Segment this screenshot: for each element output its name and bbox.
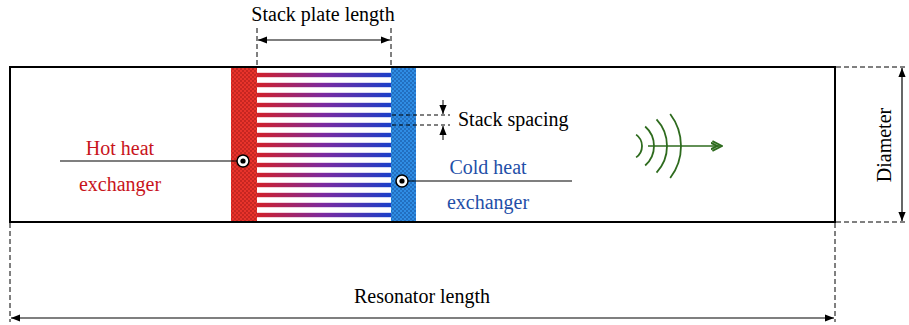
hot-heat-exchanger bbox=[231, 68, 257, 221]
dimension-arrow bbox=[443, 100, 444, 114]
stack-plate bbox=[257, 173, 391, 177]
stack-plate bbox=[257, 93, 391, 97]
extension-line bbox=[391, 28, 392, 67]
extension-line bbox=[835, 223, 836, 322]
dimension-arrow bbox=[11, 317, 834, 318]
stack-plate bbox=[257, 193, 391, 197]
stack-plate bbox=[257, 103, 391, 107]
stack-plate bbox=[257, 213, 391, 217]
leader-dot bbox=[396, 175, 408, 187]
extension-line bbox=[836, 222, 906, 223]
leader-dot bbox=[237, 155, 249, 167]
part-label: Hot heat exchanger bbox=[55, 130, 185, 202]
leader-line bbox=[408, 180, 572, 181]
dimension-label: Stack plate length bbox=[223, 2, 423, 26]
resonator-tube bbox=[10, 67, 835, 222]
leader-dot bbox=[399, 178, 404, 183]
extension-line bbox=[392, 115, 450, 116]
extension-line bbox=[836, 67, 906, 68]
stack-plate bbox=[257, 183, 391, 187]
dimension-arrow bbox=[901, 68, 902, 221]
extension-line bbox=[10, 223, 11, 322]
dimension-label: Stack spacing bbox=[458, 107, 608, 131]
stack-plate bbox=[257, 153, 391, 157]
wave-front bbox=[636, 135, 642, 158]
stack-plate bbox=[257, 203, 391, 207]
cold-heat-exchanger bbox=[391, 68, 416, 221]
dimension-label: Resonator length bbox=[322, 284, 522, 308]
stack-plate bbox=[257, 83, 391, 87]
stack-plates bbox=[257, 73, 391, 217]
stack-plate bbox=[257, 143, 391, 147]
dimension-arrow bbox=[258, 39, 390, 40]
leader-dot bbox=[240, 158, 245, 163]
stack-plate bbox=[257, 133, 391, 137]
extension-line bbox=[392, 125, 450, 126]
wave-arrow bbox=[648, 145, 722, 147]
leader-line bbox=[60, 160, 237, 161]
dimension-label: Diameter bbox=[872, 95, 896, 195]
stack-plate bbox=[257, 113, 391, 117]
part-label: Cold heat exchanger bbox=[418, 150, 558, 220]
extension-line bbox=[257, 28, 258, 67]
stack-plate bbox=[257, 163, 391, 167]
stack-plate bbox=[257, 123, 391, 127]
stack-plate bbox=[257, 73, 391, 77]
dimension-arrow bbox=[443, 126, 444, 140]
